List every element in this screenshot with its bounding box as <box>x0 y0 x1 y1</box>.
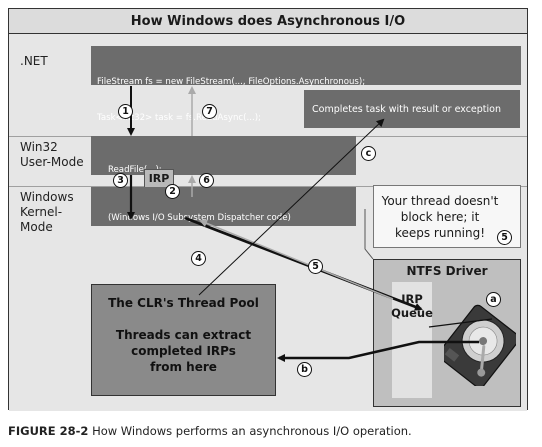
win32-label-line1: Win32 <box>20 140 58 154</box>
readfile-box: ReadFile(...); <box>91 136 356 175</box>
thread-pool-line2: completed IRPs <box>131 344 236 358</box>
step-4-badge: 4 <box>191 251 206 266</box>
win32-layer-label: Win32 User-Mode <box>20 140 84 170</box>
step-2-badge: 2 <box>165 184 180 199</box>
step-c-badge: c <box>361 146 376 161</box>
completes-task-box: Completes task with result or exception <box>304 90 520 128</box>
thread-note-line2: block here; it <box>400 210 480 224</box>
net-layer-label: .NET <box>20 54 48 68</box>
arrow-step5 <box>199 219 394 300</box>
arrow-step-b <box>277 340 479 362</box>
thread-note-line1: Your thread doesn't <box>381 194 499 208</box>
win32-label-line2: User-Mode <box>20 155 84 169</box>
step-7-badge: 7 <box>202 104 217 119</box>
thread-pool-line3: from here <box>150 360 217 374</box>
step-1-badge: 1 <box>118 104 133 119</box>
diagram-frame: How Windows does Asynchronous I/O .NET W… <box>8 8 528 411</box>
kernel-label-line1: Windows <box>20 190 74 204</box>
diagram-title: How Windows does Asynchronous I/O <box>9 9 527 34</box>
step-b-badge: b <box>297 362 312 377</box>
thread-note-line3: keeps running! <box>394 226 486 240</box>
flow-arrows <box>127 86 493 362</box>
figure-caption: FIGURE 28-2 How Windows performs an asyn… <box>8 424 412 438</box>
thread-note-box: Your thread doesn't block here; it keeps… <box>373 185 521 248</box>
figure-caption-text: How Windows performs an asynchronous I/O… <box>92 424 412 438</box>
thread-pool-title: The CLR's Thread Pool <box>108 296 259 310</box>
step-5-badge-note: 5 <box>497 230 512 245</box>
step-a-badge: a <box>486 292 501 307</box>
kernel-label-line2: Kernel- <box>20 205 63 219</box>
hard-disk-icon <box>444 304 516 386</box>
figure-label: FIGURE 28-2 <box>8 424 89 438</box>
net-code-box: FileStream fs = new FileStream(..., File… <box>91 46 521 123</box>
note-connector <box>364 209 374 260</box>
irp-tag: IRP <box>144 169 174 188</box>
ntfs-title: NTFS Driver <box>406 264 488 278</box>
completes-task-text: Completes task with result or exception <box>312 103 502 115</box>
step-3-badge: 3 <box>113 173 128 188</box>
thread-pool-line1: Threads can extract <box>115 328 252 342</box>
net-code-line1: FileStream fs = new FileStream(..., File… <box>97 77 366 87</box>
arrow-step-a <box>428 318 493 328</box>
readfile-code: ReadFile(...); <box>107 165 162 175</box>
ntfs-driver-box: NTFS Driver IRP Queue <box>373 259 521 407</box>
dispatcher-box: (Windows I/O Subsystem Dispatcher code) <box>91 187 356 226</box>
arrow-step-c <box>198 118 385 296</box>
step-5-badge: 5 <box>308 259 323 274</box>
kernel-label-line3: Mode <box>20 220 53 234</box>
step-6-badge: 6 <box>199 173 214 188</box>
thread-pool-box: The CLR's Thread Pool Threads can extrac… <box>91 284 276 396</box>
kernel-layer-label: Windows Kernel- Mode <box>20 190 74 235</box>
